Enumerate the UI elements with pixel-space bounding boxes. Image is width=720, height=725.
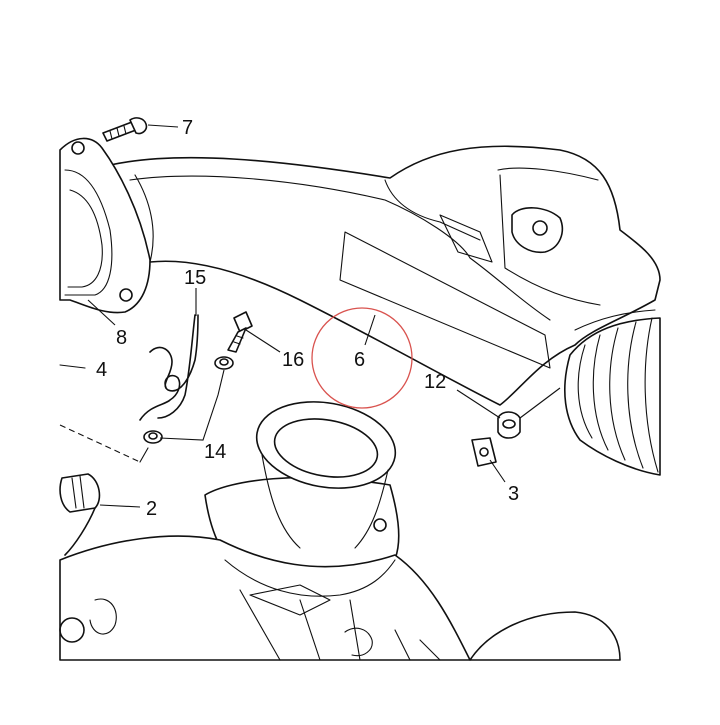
intake-duct xyxy=(109,145,661,406)
callout-4: 4 xyxy=(96,359,107,381)
leader-6 xyxy=(364,314,376,346)
callout-3: 3 xyxy=(508,483,519,505)
bolt-part-7 xyxy=(102,117,148,142)
engine-block xyxy=(59,535,621,661)
leader-12 xyxy=(456,389,501,419)
callout-14: 14 xyxy=(204,441,226,463)
highlight-circle xyxy=(311,307,413,409)
bellows-hose xyxy=(564,309,661,476)
callout-16: 16 xyxy=(282,349,304,371)
nut-part-12 xyxy=(497,411,521,439)
callout-6: 6 xyxy=(354,349,365,371)
dashed-guide-left xyxy=(59,424,141,463)
leader-16 xyxy=(245,329,281,353)
leader-3 xyxy=(489,459,506,483)
leader-7 xyxy=(147,124,179,128)
leader-12-duct xyxy=(519,387,561,419)
callout-2: 2 xyxy=(146,498,157,520)
left-flange xyxy=(59,137,151,314)
callout-8: 8 xyxy=(116,327,127,349)
leader-8 xyxy=(87,299,116,326)
hose-part-2 xyxy=(59,473,101,556)
clip-part-3 xyxy=(471,437,497,467)
guide-tick xyxy=(139,447,149,463)
leader-2 xyxy=(99,504,141,508)
guide-line-4 xyxy=(59,364,86,369)
callout-7: 7 xyxy=(182,117,193,139)
callout-12: 12 xyxy=(424,371,446,393)
callout-15: 15 xyxy=(184,267,206,289)
leader-14 xyxy=(159,369,225,441)
fastener-parts xyxy=(143,311,253,444)
wire-clip-part-15 xyxy=(139,314,199,421)
